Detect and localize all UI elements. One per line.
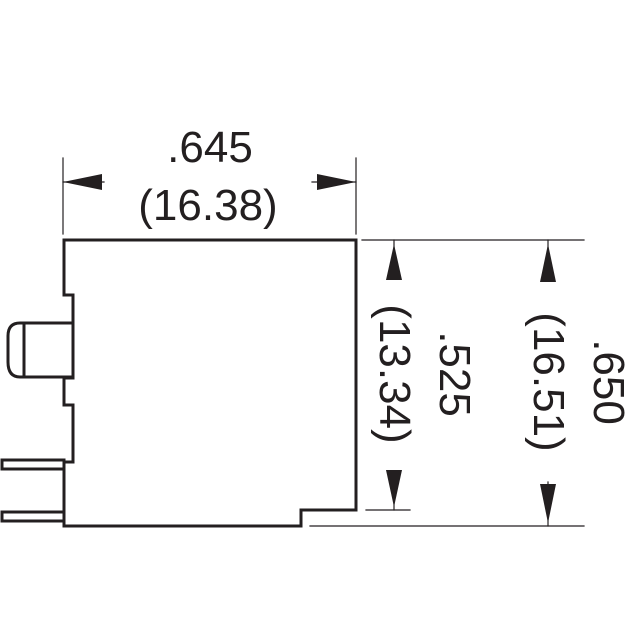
- body-height-inches-label: .525: [430, 331, 479, 417]
- overall-arrowhead-down: [540, 484, 556, 523]
- arrowhead-left: [63, 174, 102, 190]
- arrowhead-down: [386, 470, 402, 507]
- terminal-pin-lower: [0, 510, 66, 523]
- arrowhead-up: [386, 244, 402, 280]
- component-body: [0, 238, 358, 528]
- width-millimeters-label: (16.38): [138, 181, 277, 230]
- arrowhead-right: [317, 174, 356, 190]
- overall-height-millimeters-label: (16.51): [524, 312, 573, 451]
- body-height-dimension: (13.34) .525: [361, 239, 585, 511]
- terminal-pin-upper: [0, 458, 66, 471]
- width-inches-label: .645: [167, 123, 253, 172]
- overall-height-dimension: (16.51) .650: [309, 239, 633, 527]
- overall-arrowhead-up: [540, 244, 556, 282]
- body-height-millimeters-label: (13.34): [370, 304, 419, 443]
- side-knob: [6, 321, 75, 379]
- housing-outline: [62, 238, 358, 528]
- overall-height-inches-label: .650: [584, 339, 633, 425]
- width-dimension: .645 (16.38): [62, 123, 357, 235]
